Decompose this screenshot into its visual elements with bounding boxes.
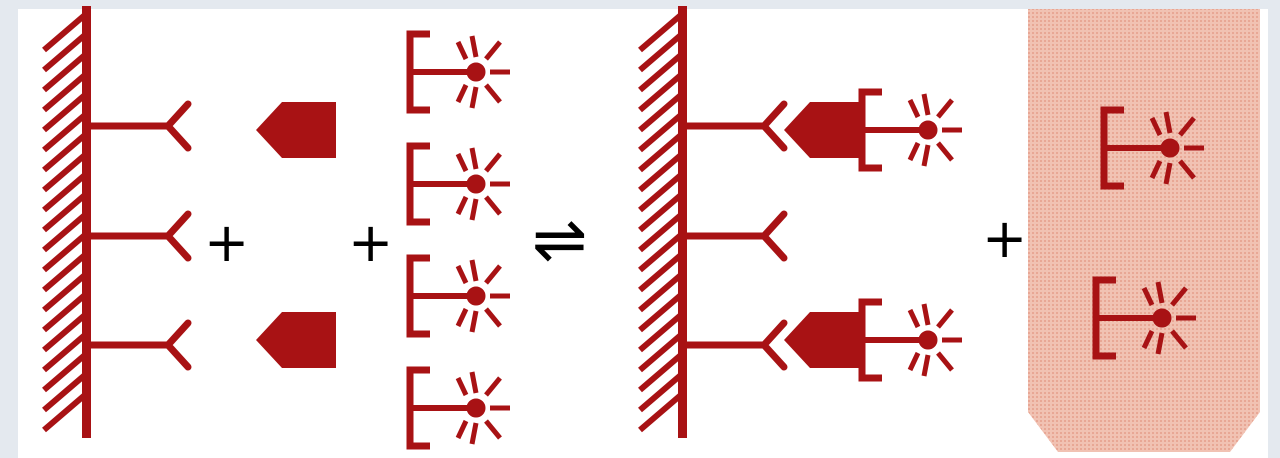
left-antibody: [90, 104, 188, 148]
plus-sign: +: [982, 207, 1027, 270]
plus-sign: +: [204, 211, 249, 274]
solution-container: [1028, 9, 1260, 452]
right-antibody: [686, 104, 784, 148]
left-solid-support: [44, 6, 91, 438]
plus-sign: +: [348, 211, 393, 274]
right-antibody: [686, 323, 784, 367]
frame-left: [0, 0, 18, 458]
labeled-conjugate: [410, 258, 510, 334]
frame-right: [1268, 0, 1280, 458]
equilibrium-arrows: ⇌: [532, 201, 587, 278]
labeled-conjugate: [410, 34, 510, 110]
bound-complex: [784, 92, 962, 168]
labeled-conjugate: [410, 370, 510, 446]
antigen: [256, 312, 336, 368]
antigen: [256, 102, 336, 158]
right-solid-support: [640, 6, 687, 438]
left-antibody: [90, 323, 188, 367]
labeled-conjugate: [410, 146, 510, 222]
bound-complex: [784, 302, 962, 378]
left-antibody: [90, 214, 188, 258]
frame-top: [0, 0, 1280, 9]
right-antibody: [686, 214, 784, 258]
